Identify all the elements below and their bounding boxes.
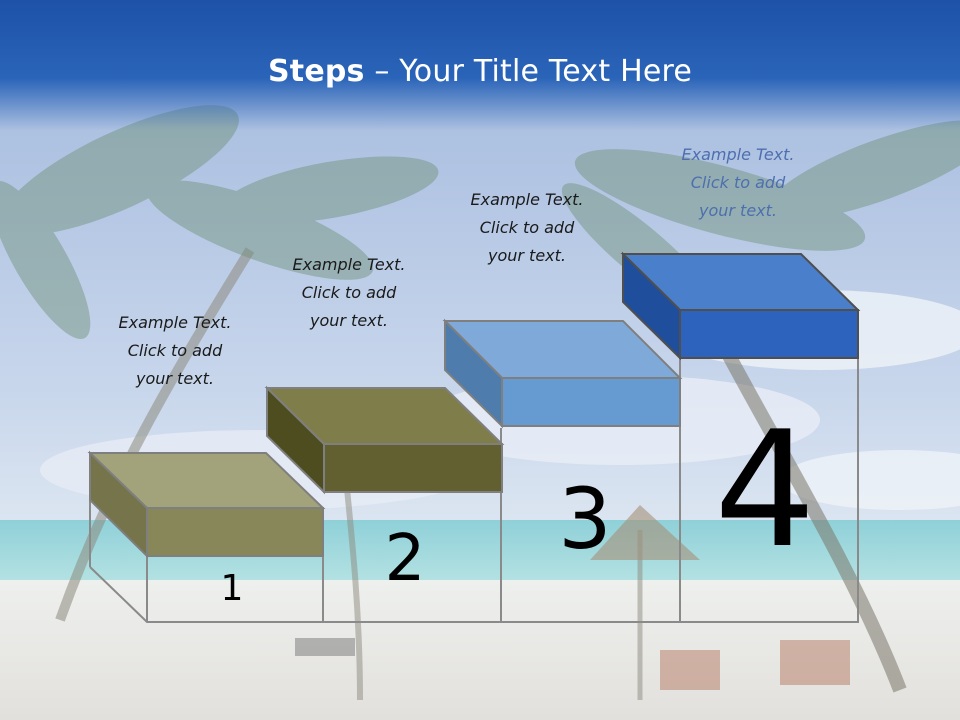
step-3-caption-line1: Example Text. (470, 190, 584, 209)
step-1-number: 1 (220, 568, 244, 609)
step-2-caption-line1: Example Text. (292, 255, 406, 274)
step-2-caption-line2: Click to add (301, 283, 397, 302)
step-4-block[interactable] (620, 251, 861, 361)
step-3-caption-line3: your text. (487, 246, 566, 265)
title-band (0, 0, 960, 130)
step-3-number: 3 (558, 470, 612, 568)
step-4-caption-line2: Click to add (690, 173, 786, 192)
step-4-caption[interactable]: Example Text. Click to add your text. (658, 141, 818, 225)
step-2-caption-line3: your text. (309, 311, 388, 330)
slide-title[interactable]: Steps – Your Title Text Here (0, 54, 960, 89)
step-2-block[interactable] (264, 385, 505, 495)
title-bold: Steps (267, 54, 365, 89)
step-1-block[interactable] (87, 450, 326, 559)
step-3-caption-line2: Click to add (479, 218, 575, 237)
step-4-caption-line1: Example Text. (681, 145, 795, 164)
step-3-block[interactable] (442, 318, 683, 429)
step-1-caption-line3: your text. (135, 369, 214, 388)
step-3-caption[interactable]: Example Text. Click to add your text. (447, 186, 607, 270)
step-2-caption[interactable]: Example Text. Click to add your text. (269, 251, 429, 335)
step-4-caption-line3: your text. (698, 201, 777, 220)
step-1-caption[interactable]: Example Text. Click to add your text. (95, 309, 255, 393)
step-2-number: 2 (384, 522, 426, 596)
step-4-number: 4 (714, 396, 816, 583)
step-1-caption-line1: Example Text. (118, 313, 232, 332)
step-1-caption-line2: Click to add (127, 341, 223, 360)
steps-outline (89, 357, 859, 623)
title-rest: – Your Title Text Here (364, 54, 693, 89)
